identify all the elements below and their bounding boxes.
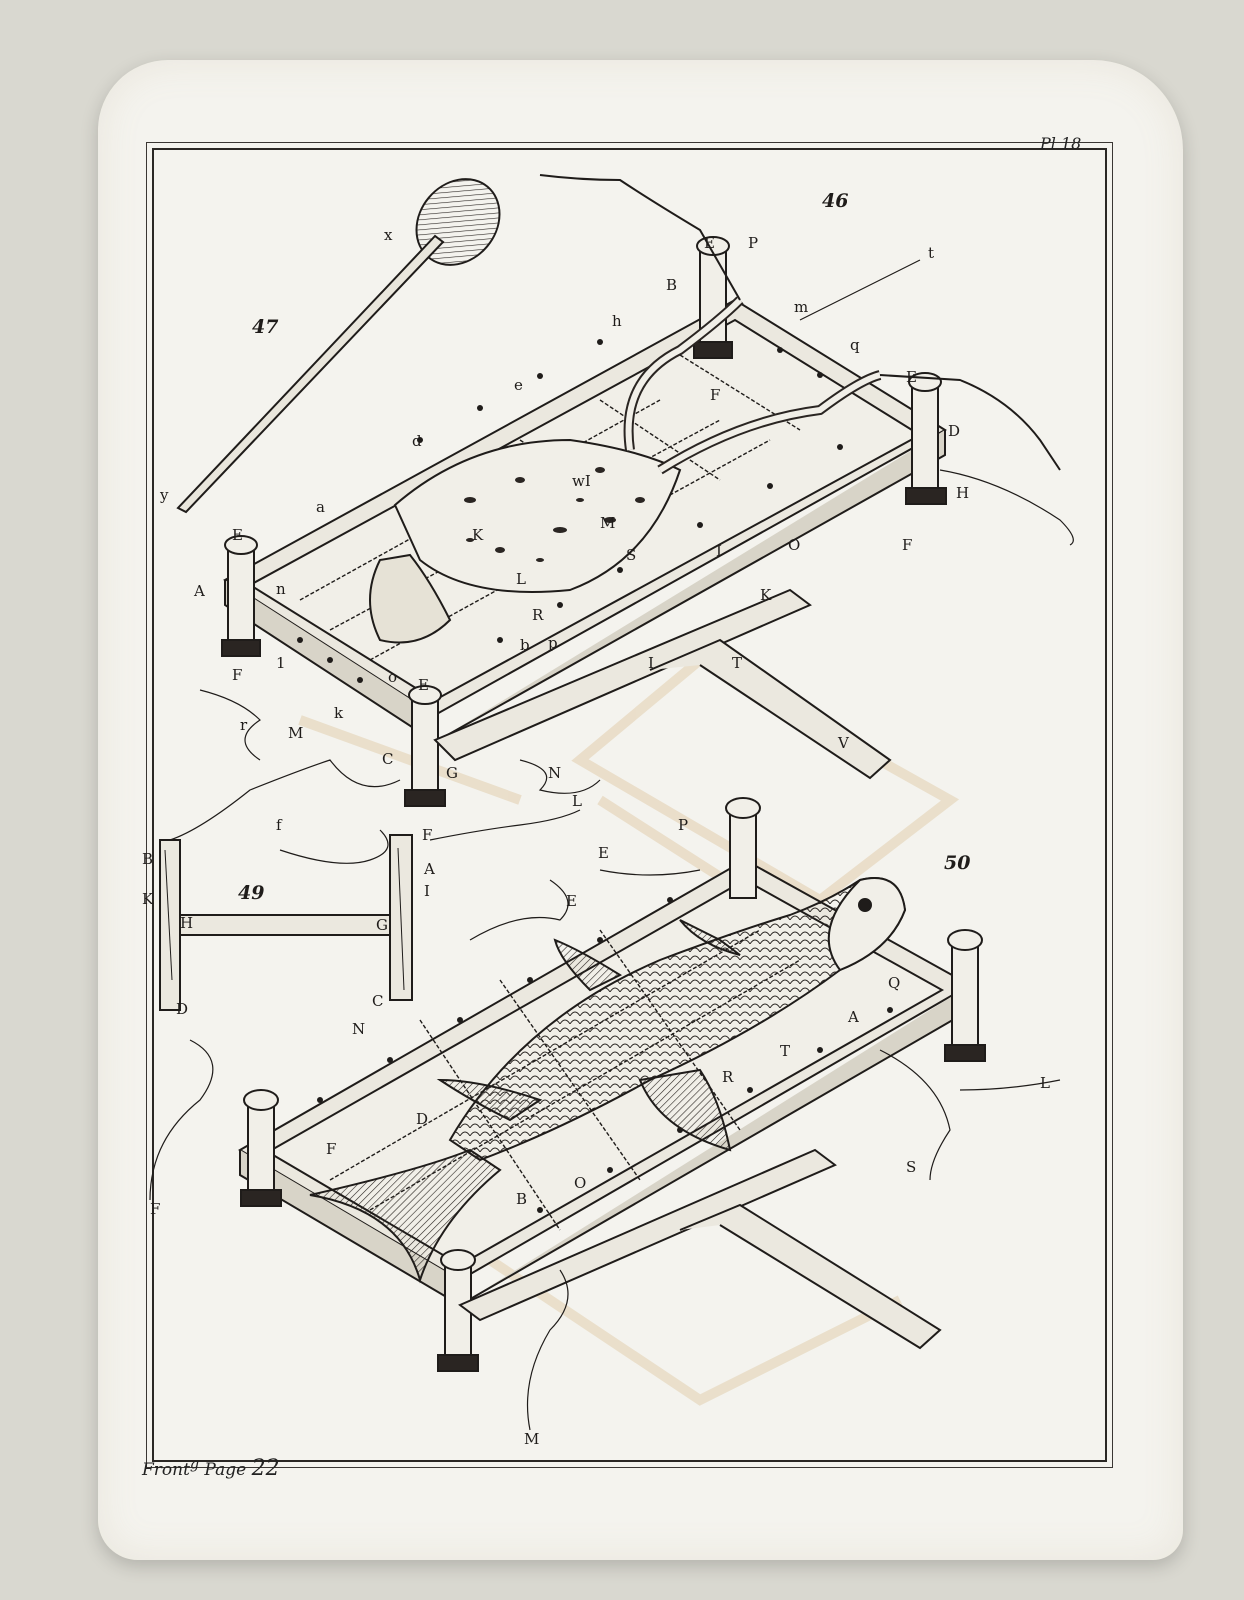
- callout-letter: A: [424, 860, 435, 878]
- callout-letter: E: [704, 234, 715, 252]
- caption-page: 22: [251, 1456, 280, 1481]
- callout-letter: b: [520, 636, 530, 654]
- callout-letter: S: [906, 1158, 917, 1176]
- plate-border: [146, 142, 1113, 1468]
- needle-tool: [176, 178, 501, 514]
- callout-letter: A: [848, 1008, 859, 1026]
- callout-letter: D: [948, 422, 961, 440]
- callout-letter: e: [514, 376, 523, 394]
- callout-letter: y: [160, 486, 169, 504]
- callout-letter: N: [548, 764, 562, 782]
- callout-letter: H: [956, 484, 970, 502]
- fish-board: [149, 797, 1061, 1431]
- callout-letter: I: [424, 882, 430, 900]
- callout-letter: E: [232, 526, 243, 544]
- callout-letter: G: [376, 916, 388, 934]
- callout-letter: L: [516, 570, 526, 588]
- callout-letter: G: [446, 764, 458, 782]
- figure-number-47: 47: [252, 316, 279, 338]
- callout-letter: F: [710, 386, 721, 404]
- frog-board: [169, 174, 1074, 864]
- callout-letter: I: [648, 654, 654, 672]
- callout-letter: R: [532, 606, 544, 624]
- callout-letter: E: [418, 676, 429, 694]
- callout-letter: C: [382, 750, 394, 768]
- caption-prefix: Front: [142, 1460, 190, 1480]
- callout-letter: f: [276, 816, 282, 834]
- callout-letter: m: [794, 298, 809, 316]
- plate-caption: Frontg Page 22: [142, 1456, 280, 1481]
- callout-letter: t: [928, 244, 935, 262]
- callout-letter: K: [472, 526, 484, 544]
- callout-letter: M: [524, 1430, 540, 1448]
- callout-letter: R: [722, 1068, 734, 1086]
- callout-letter: h: [612, 312, 622, 330]
- callout-letter: F: [232, 666, 243, 684]
- callout-letter: A: [194, 582, 205, 600]
- callout-letter: D: [416, 1110, 429, 1128]
- callout-letter: M: [600, 514, 616, 532]
- callout-letter: T: [780, 1042, 791, 1060]
- figure-number-49: 49: [238, 882, 265, 904]
- callout-letter: o: [388, 668, 398, 686]
- callout-letter: a: [316, 498, 325, 516]
- callout-letter: M: [288, 724, 304, 742]
- callout-letter: q: [850, 336, 860, 354]
- forceps-tool: [159, 834, 413, 1011]
- callout-letter: E: [566, 892, 577, 910]
- callout-letter: V: [838, 734, 849, 752]
- callout-letter: E: [906, 368, 917, 386]
- callout-letter: B: [142, 850, 154, 868]
- callout-letter: K: [760, 586, 772, 604]
- callout-letter: Q: [888, 974, 901, 992]
- callout-letter: p: [548, 634, 558, 652]
- callout-letter: 1: [276, 654, 286, 672]
- caption-suffix: Page: [204, 1460, 252, 1480]
- callout-letter: H: [180, 914, 194, 932]
- callout-letter: F: [422, 826, 433, 844]
- callout-letter: O: [574, 1174, 587, 1192]
- callout-letter: L: [1040, 1074, 1050, 1092]
- callout-letter: F: [150, 1200, 161, 1218]
- callout-letter: L: [572, 792, 582, 810]
- callout-letter: S: [626, 546, 637, 564]
- callout-letter: C: [372, 992, 384, 1010]
- paper-sheet: [98, 60, 1183, 1560]
- callout-letter: K: [142, 890, 154, 908]
- callout-letter: r: [240, 716, 248, 734]
- plate-number: Pl 18: [1040, 134, 1082, 153]
- callout-letter: P: [678, 816, 689, 834]
- callout-letter: E: [598, 844, 609, 862]
- callout-letter: B: [666, 276, 678, 294]
- callout-letter: P: [748, 234, 759, 252]
- callout-letter: F: [902, 536, 913, 554]
- callout-letter: n: [276, 580, 286, 598]
- callout-letter: d: [412, 432, 422, 450]
- callout-letter: k: [334, 704, 344, 722]
- figure-number-46: 46: [822, 190, 849, 212]
- callout-letter: D: [176, 1000, 189, 1018]
- callout-letter: N: [352, 1020, 366, 1038]
- callout-letter: O: [788, 536, 801, 554]
- callout-letter: T: [732, 654, 743, 672]
- figure-number-50: 50: [944, 852, 971, 874]
- callout-letter: I: [716, 542, 722, 560]
- callout-letter: wI: [572, 472, 591, 490]
- callout-letter: B: [516, 1190, 528, 1208]
- callout-letter: x: [384, 226, 393, 244]
- callout-letter: F: [326, 1140, 337, 1158]
